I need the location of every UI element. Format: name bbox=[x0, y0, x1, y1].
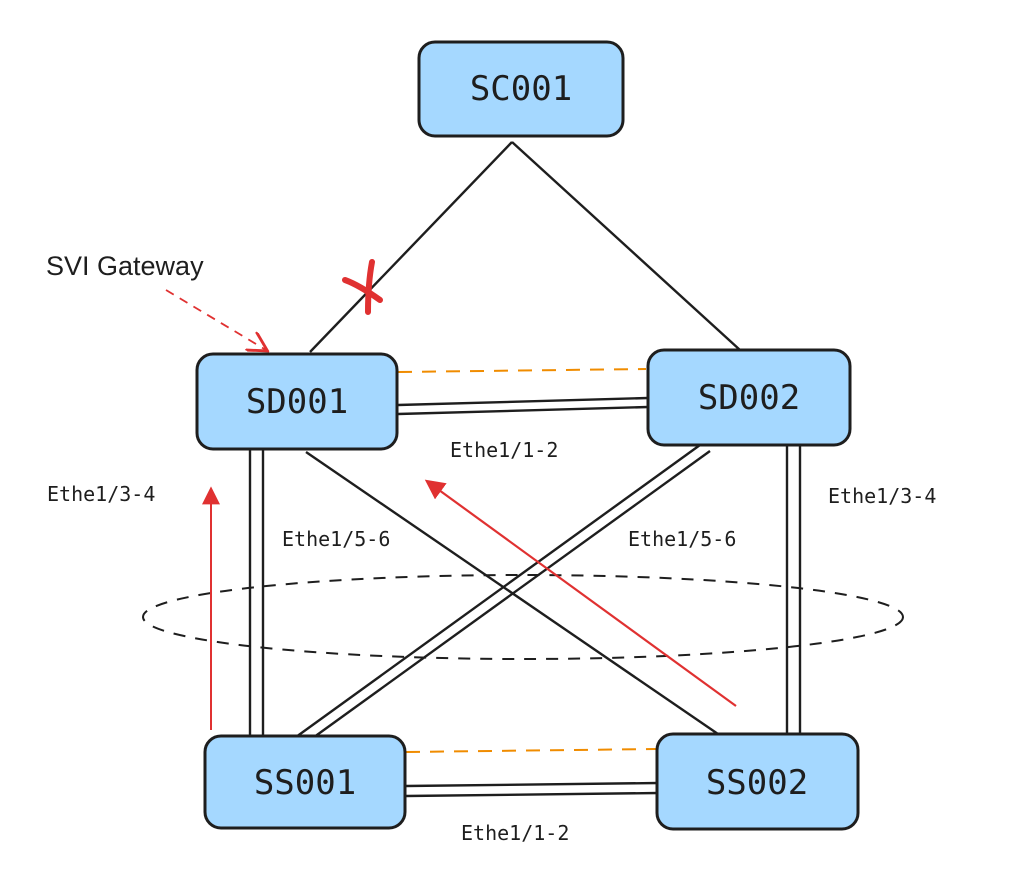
node-ss001[interactable]: SS001 bbox=[203, 734, 407, 830]
node-sc001[interactable]: SC001 bbox=[417, 40, 625, 138]
peer-link-sd bbox=[397, 396, 649, 416]
label-peer-link-ss: Ethe1/1-2 bbox=[461, 821, 569, 845]
node-sd001-label: SD001 bbox=[246, 382, 348, 422]
label-link-sd001-ss001: Ethe1/3-4 bbox=[47, 482, 155, 506]
node-sd002-label: SD002 bbox=[698, 378, 800, 418]
peer-keepalive-ss bbox=[405, 748, 657, 753]
cross-link-sd002-ss001 bbox=[295, 444, 711, 741]
node-ss002[interactable]: SS002 bbox=[655, 732, 860, 831]
link-failure-icon bbox=[342, 259, 383, 315]
label-peer-link-sd: Ethe1/1-2 bbox=[450, 438, 558, 462]
node-ss002-label: SS002 bbox=[706, 763, 808, 803]
svi-gateway-annotation: SVI Gateway bbox=[46, 251, 204, 281]
vpc-domain-ellipse bbox=[142, 574, 904, 660]
label-cross-link-right: Ethe1/5-6 bbox=[628, 527, 736, 551]
node-sd001[interactable]: SD001 bbox=[195, 352, 399, 451]
node-sc001-label: SC001 bbox=[470, 69, 572, 109]
peer-keepalive-sd bbox=[397, 368, 647, 373]
uplink-sd001-sc001 bbox=[309, 141, 513, 353]
traffic-arrow-diagonal bbox=[424, 479, 737, 707]
label-cross-link-left: Ethe1/5-6 bbox=[282, 527, 390, 551]
link-sd002-ss002 bbox=[785, 445, 802, 736]
link-sd001-ss001 bbox=[248, 450, 265, 737]
label-link-sd002-ss002: Ethe1/3-4 bbox=[828, 484, 936, 508]
svi-gateway-arrow bbox=[165, 289, 266, 350]
node-sd002[interactable]: SD002 bbox=[646, 348, 852, 447]
uplink-sd002-sc001 bbox=[511, 141, 741, 351]
node-ss001-label: SS001 bbox=[254, 763, 356, 803]
peer-link-ss bbox=[405, 781, 659, 798]
